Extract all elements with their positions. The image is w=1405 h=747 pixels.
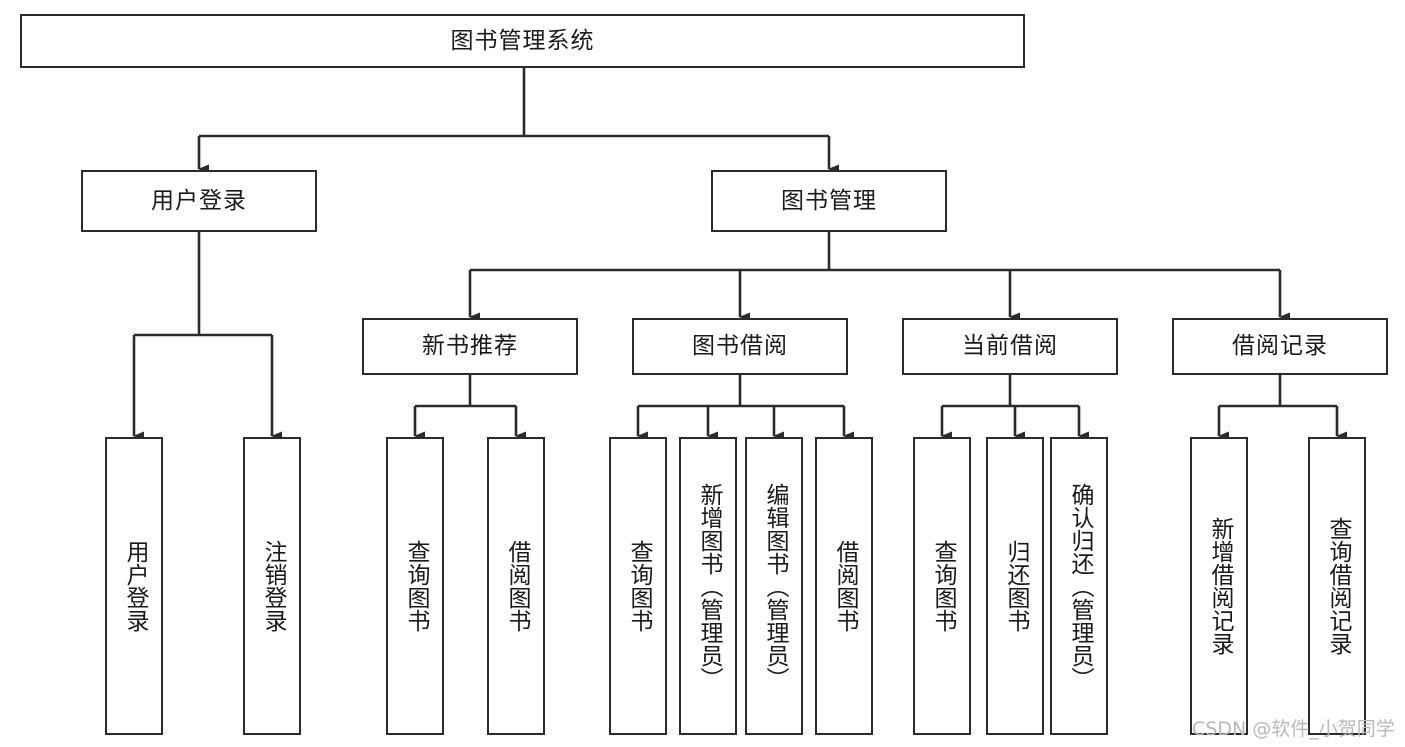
node-label: 当前借阅 (962, 333, 1058, 360)
node-label: 查询图书 (625, 540, 652, 632)
node-label: 归还图书 (1002, 540, 1029, 632)
node-book-manage: 图书管理 (711, 170, 947, 232)
node-leaf-confirm-return: 确认归还（管理员） (1050, 437, 1108, 735)
csdn-watermark: CSDN @软件_小贺同学 (1192, 718, 1395, 740)
node-label: 查询图书 (402, 540, 429, 632)
node-user-login: 用户登录 (81, 170, 317, 232)
edges-group (132, 68, 1347, 441)
node-label: 新增借阅记录 (1206, 517, 1233, 655)
node-label: 查询图书 (929, 540, 956, 632)
node-label: 编辑图书（管理员） (761, 482, 788, 690)
node-leaf-user-logout: 注销登录 (243, 437, 301, 735)
node-label: 注销登录 (259, 540, 286, 632)
node-label: 借阅图书 (503, 540, 530, 632)
node-current-borrow: 当前借阅 (902, 318, 1118, 375)
node-borrow-record: 借阅记录 (1172, 318, 1388, 375)
node-leaf-edit-book: 编辑图书（管理员） (745, 437, 803, 735)
node-label: 查询借阅记录 (1324, 517, 1351, 655)
node-label: 借阅图书 (831, 540, 858, 632)
node-leaf-user-login: 用户登录 (105, 437, 163, 735)
node-label: 新增图书（管理员） (695, 482, 722, 690)
node-leaf-query-book-2: 查询图书 (609, 437, 667, 735)
node-label: 用户登录 (121, 540, 148, 632)
node-book-borrow: 图书借阅 (632, 318, 848, 375)
node-leaf-query-book-3: 查询图书 (913, 437, 971, 735)
node-label: 借阅记录 (1232, 333, 1328, 360)
node-label: 新书推荐 (422, 333, 518, 360)
node-root: 图书管理系统 (20, 14, 1025, 68)
node-leaf-borrow-book-2: 借阅图书 (815, 437, 873, 735)
node-leaf-query-book-1: 查询图书 (386, 437, 444, 735)
node-label: 图书借阅 (692, 333, 788, 360)
node-label: 用户登录 (151, 187, 247, 214)
node-leaf-add-record: 新增借阅记录 (1190, 437, 1248, 735)
node-leaf-borrow-book-1: 借阅图书 (487, 437, 545, 735)
node-new-book-recommend: 新书推荐 (362, 318, 578, 375)
node-label: 确认归还（管理员） (1066, 482, 1093, 690)
node-leaf-add-book: 新增图书（管理员） (679, 437, 737, 735)
node-leaf-return-book: 归还图书 (986, 437, 1044, 735)
node-label: 图书管理 (781, 187, 877, 214)
node-leaf-query-record: 查询借阅记录 (1308, 437, 1366, 735)
node-label: 图书管理系统 (450, 27, 595, 54)
